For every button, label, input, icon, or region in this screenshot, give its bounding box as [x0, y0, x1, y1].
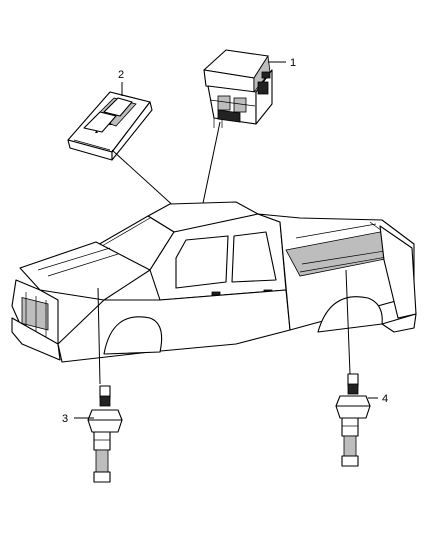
- truck-body: [11, 201, 417, 363]
- part-4-sensor: [335, 373, 371, 467]
- part-1-switch-module: [203, 49, 273, 128]
- callout-1: 1: [290, 57, 296, 69]
- callout-4: 4: [382, 393, 388, 405]
- svg-text:▲: ▲: [94, 129, 99, 135]
- leader-part-3: [97, 287, 101, 385]
- part-3-sensor: [87, 385, 123, 483]
- leader-part-1: [201, 121, 221, 209]
- part-2-switch-bezel: ▲ ▲: [67, 91, 153, 161]
- svg-text:▲: ▲: [108, 121, 113, 127]
- leader-part-2: [111, 149, 179, 211]
- leader-part-4: [345, 269, 351, 375]
- callout-2: 2: [118, 69, 124, 81]
- callout-3: 3: [62, 413, 68, 425]
